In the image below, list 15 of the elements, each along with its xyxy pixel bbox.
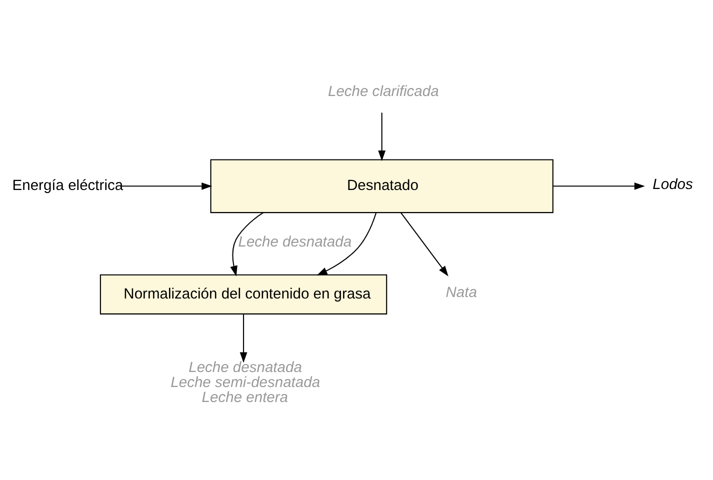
edge-label: Leche desnatada bbox=[238, 234, 352, 251]
node-box: Desnatado bbox=[210, 159, 554, 214]
node-box: Normalización del contenido en grasa bbox=[100, 274, 388, 314]
node-text: Energía eléctrica bbox=[12, 178, 124, 194]
node-text: Nata bbox=[446, 285, 477, 302]
arrow bbox=[230, 212, 264, 276]
node-text: Leche desnatada Leche semi-desnatada Leche entera bbox=[170, 360, 320, 406]
arrow bbox=[553, 182, 645, 190]
node-text: Leche clarificada bbox=[328, 84, 439, 100]
arrow bbox=[120, 182, 212, 190]
arrow bbox=[316, 212, 377, 276]
arrow bbox=[240, 314, 248, 363]
node-text: Lodos bbox=[652, 177, 693, 193]
arrow bbox=[378, 112, 386, 162]
arrow bbox=[400, 212, 448, 276]
